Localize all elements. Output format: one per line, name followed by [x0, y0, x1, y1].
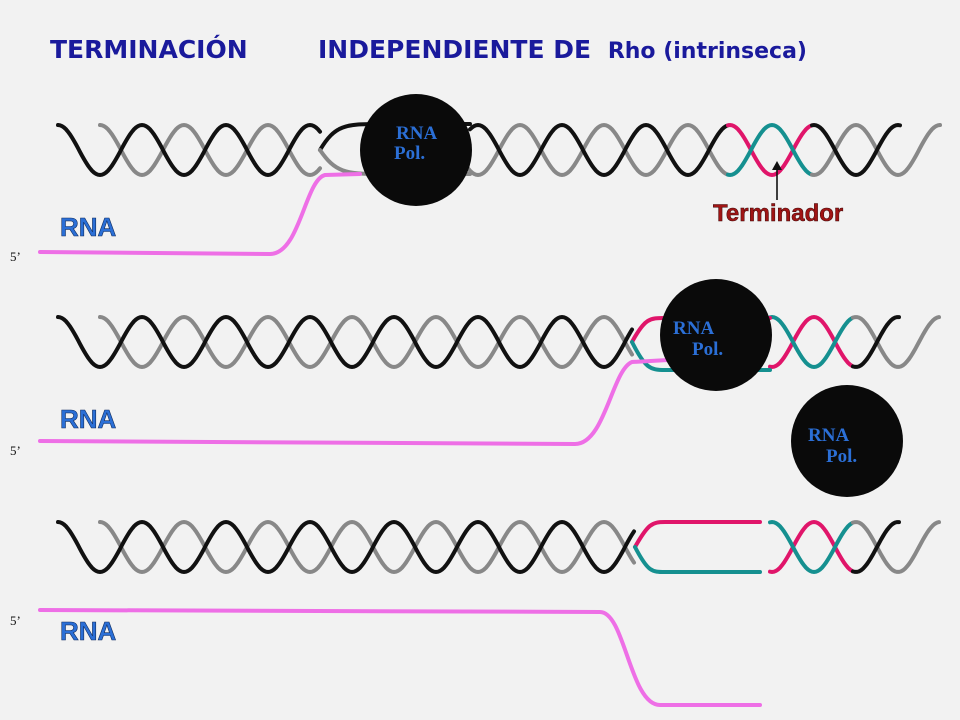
five-prime-label-1: 5’ — [10, 249, 21, 264]
title-part-3: Rho (intrinseca) — [608, 39, 807, 64]
rna-label-3: RNA — [60, 616, 117, 646]
page-title: TERMINACIÓN INDEPENDIENTE DE Rho (intrin… — [50, 34, 807, 64]
rna-polymerase-2 — [660, 279, 772, 391]
terminator-strand-pink — [768, 314, 854, 370]
terminator-strand-teal — [768, 314, 854, 370]
rna-transcript-3 — [38, 608, 762, 707]
terminator-strand-teal — [768, 519, 854, 575]
dna-helix-2 — [56, 314, 941, 372]
coding-strand-dark — [810, 122, 902, 178]
coding-strand-dark — [851, 315, 901, 369]
polymerase-label-1: RNA Pol. — [394, 123, 441, 164]
template-strand-light — [98, 314, 634, 370]
panel-transcribing: RNA Pol. RNA 5’ Terminador — [10, 94, 942, 264]
rna-label-1: RNA — [60, 212, 117, 242]
template-strand-light — [98, 519, 636, 575]
template-strand-light — [458, 122, 730, 178]
rna-polymerase-1 — [360, 94, 472, 206]
polymerase-label-3: RNA Pol. — [808, 425, 857, 467]
template-strand-light — [851, 315, 941, 369]
dna-helix-3 — [56, 519, 941, 575]
coding-strand-dark — [468, 122, 730, 178]
coding-strand-dark — [56, 122, 322, 178]
title-part-2: INDEPENDIENTE DE — [318, 35, 591, 64]
rna-label-2: RNA — [60, 404, 117, 434]
dna-helix-1 — [56, 122, 942, 178]
title-part-1: TERMINACIÓN — [50, 34, 248, 64]
template-strand-light — [851, 520, 941, 574]
rna-transcript-1 — [38, 172, 362, 257]
panel-at-terminator: RNA Pol. RNA 5’ RNA Pol. — [10, 279, 941, 497]
rna-transcript-2 — [38, 358, 670, 447]
terminator-strand-pink — [726, 122, 814, 178]
bubble-strand-bottom — [630, 340, 772, 372]
released-rna-polymerase — [791, 385, 903, 497]
coding-strand-dark — [56, 314, 634, 370]
terminator-strand-pink — [768, 519, 854, 575]
terminator-arrow — [772, 161, 782, 200]
panel-released: RNA 5’ — [10, 519, 941, 707]
terminator-label: Terminador — [713, 200, 843, 227]
coding-strand-dark — [56, 519, 636, 575]
terminator-strand-teal — [726, 122, 814, 178]
template-strand-light — [98, 122, 322, 178]
bubble-strand-top — [633, 520, 762, 549]
polymerase-label-2: RNA Pol. — [673, 318, 723, 360]
bubble-strand-bottom — [633, 545, 762, 574]
five-prime-label-3: 5’ — [10, 613, 21, 628]
coding-strand-dark — [851, 520, 901, 574]
five-prime-label-2: 5’ — [10, 443, 21, 458]
